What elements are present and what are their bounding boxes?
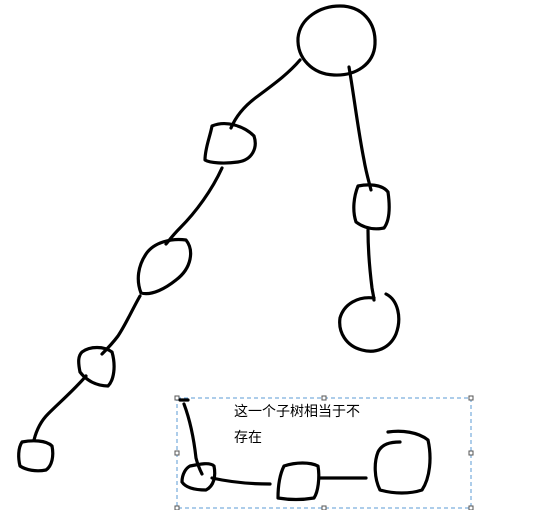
subtree-edge-1-2 <box>210 476 272 486</box>
subtree-node-2 <box>276 461 321 502</box>
selection-handle-middle-left[interactable] <box>174 450 180 456</box>
node-left-3 <box>77 345 116 388</box>
subtree-node-3 <box>373 429 432 495</box>
subtree-edge-top <box>178 398 204 476</box>
node-left-2 <box>136 237 193 296</box>
selection-handle-top-right[interactable] <box>468 395 474 401</box>
edge-root-left <box>229 58 302 130</box>
node-left-4 <box>17 439 55 473</box>
selection-handle-bottom-middle[interactable] <box>321 505 327 510</box>
edge-left3-left4 <box>32 374 88 442</box>
selection-handle-bottom-right[interactable] <box>468 505 474 510</box>
edge-root-right <box>347 65 373 192</box>
selection-handle-top-left[interactable] <box>174 395 180 401</box>
annotation-line-2: 存在 <box>234 430 262 446</box>
subtree-node-1 <box>180 462 217 492</box>
selection-handle-top-middle[interactable] <box>321 395 327 401</box>
selection-handle-bottom-left[interactable] <box>174 505 180 510</box>
edge-left2-left3 <box>100 294 142 356</box>
node-right-1 <box>352 183 391 231</box>
node-right-2 <box>338 292 401 353</box>
annotation-line-1: 这一个子树相当于不 <box>234 404 360 420</box>
edge-right1-right2 <box>366 228 376 302</box>
edge-left1-left2 <box>164 166 224 246</box>
node-left-1 <box>203 122 257 165</box>
root-node <box>296 4 377 77</box>
selection-handle-middle-right[interactable] <box>468 450 474 456</box>
